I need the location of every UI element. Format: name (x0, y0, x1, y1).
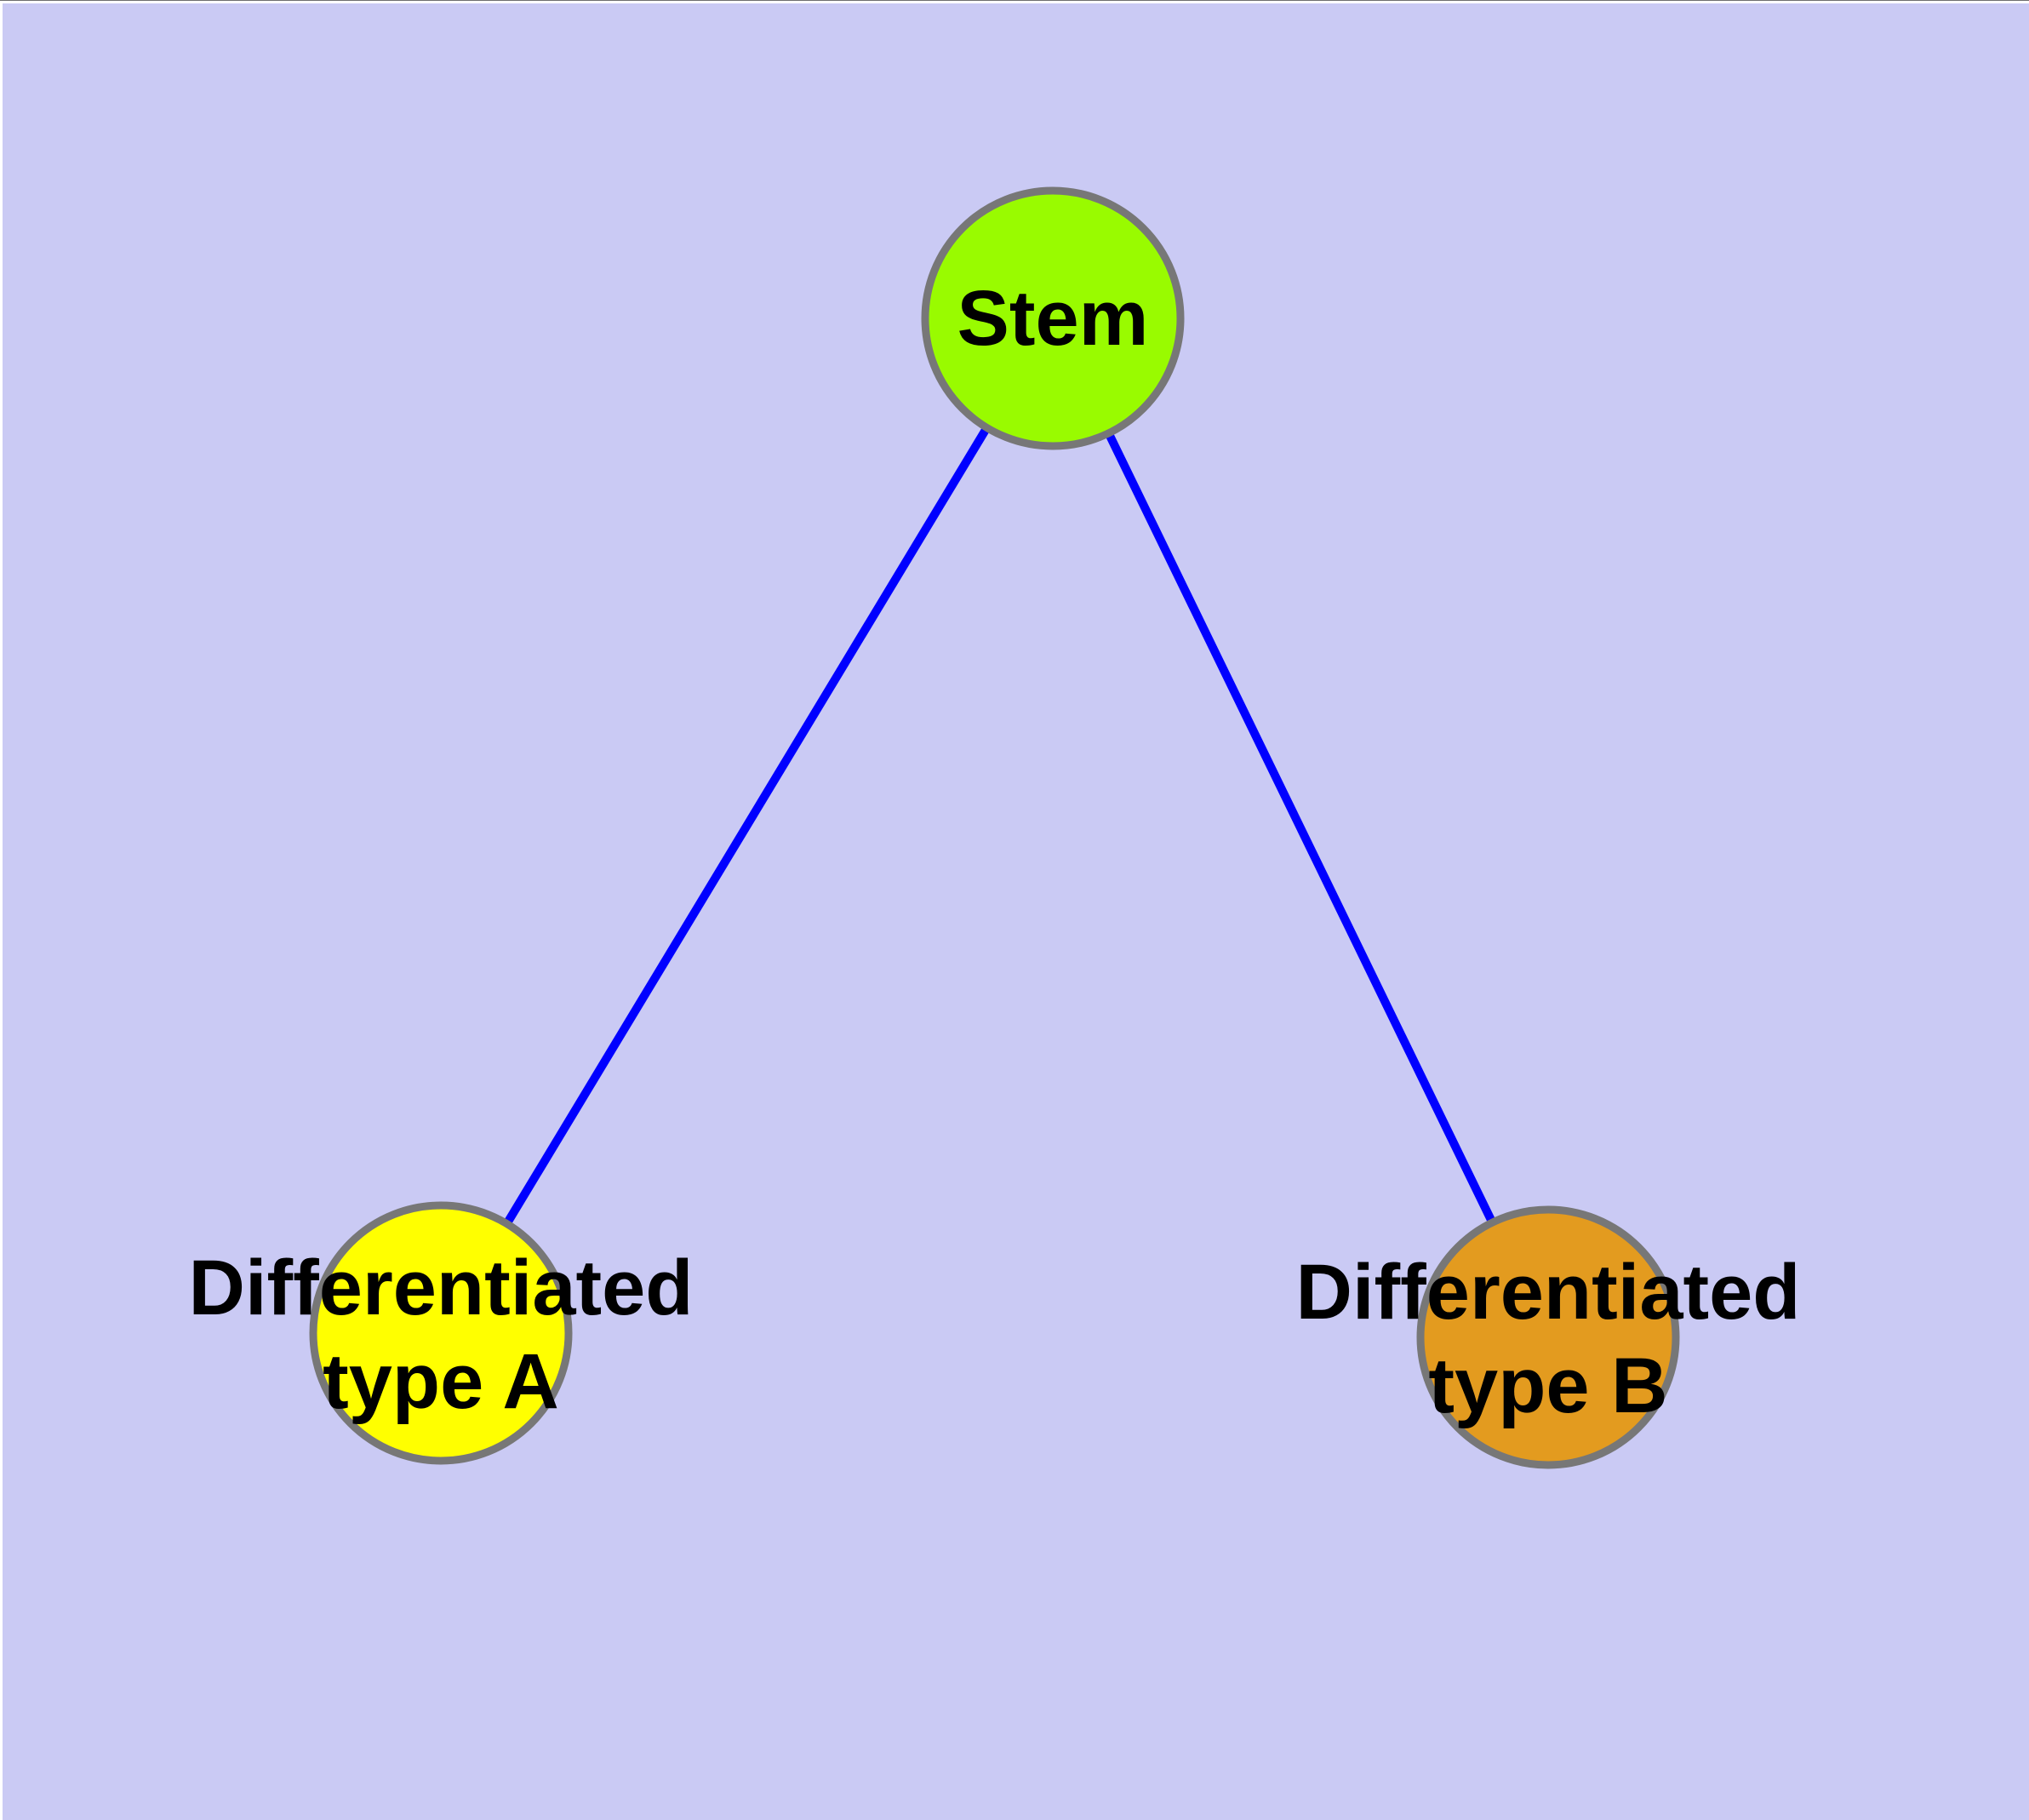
node-stem-circle (921, 186, 1185, 450)
node-stem-label: Stem (957, 275, 1149, 362)
edge-stem-to-type-b (1049, 316, 1552, 1340)
node-type-b-label-line2: type B (1428, 1342, 1667, 1429)
edge-stem-to-type-a (437, 316, 1057, 1336)
node-type-a-label-line2: type A (323, 1338, 559, 1425)
node-type-b-circle (1416, 1205, 1680, 1469)
node-type-b-label-line1: Differentiated (1296, 1249, 1801, 1336)
node-type-a-circle (309, 1201, 573, 1465)
node-type-a-label-line1: Differentiated (189, 1245, 694, 1331)
